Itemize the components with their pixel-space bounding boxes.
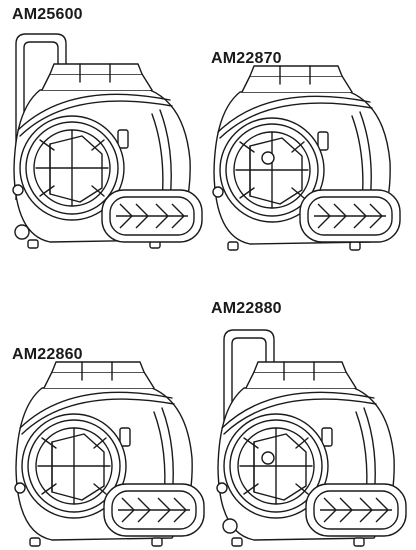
blower-am22860 — [14, 361, 205, 547]
model-label-am22870: AM22870 — [211, 50, 282, 67]
blower-am22870 — [212, 65, 401, 251]
model-label-am22860: AM22860 — [12, 346, 83, 363]
model-label-am22880: AM22880 — [211, 300, 282, 317]
blower-am22880 — [216, 329, 407, 547]
model-label-am25600: AM25600 — [12, 6, 83, 23]
blower-am25600 — [12, 33, 203, 249]
